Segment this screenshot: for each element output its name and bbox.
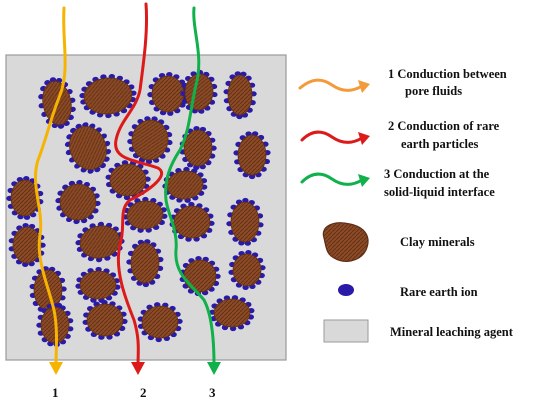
clay-particle (122, 196, 168, 233)
legend-arrowhead-green (358, 174, 370, 187)
clay-mineral (126, 200, 164, 230)
legend-arrowhead-orange (358, 80, 370, 93)
legend-arrow-orange (298, 78, 364, 92)
legend-label-ion: Rare earth ion (400, 285, 478, 299)
clay-particle (233, 131, 271, 180)
clay-particle (137, 302, 183, 343)
path-1-arrowhead (49, 362, 63, 375)
clay-mineral (173, 205, 211, 239)
legend-item-solid-liquid: 3 Conduction at the solid-liquid interfa… (300, 167, 495, 199)
legend-rare-earth-ion-icon (338, 284, 354, 296)
legend-arrow-green (300, 172, 364, 186)
clay-particle (64, 122, 112, 174)
clay-mineral (59, 183, 97, 221)
clay-mineral (79, 225, 121, 259)
clay-mineral (130, 242, 160, 284)
path-1-number: 1 (52, 385, 59, 400)
legend-label-agent: Mineral leaching agent (390, 325, 514, 339)
legend-arrow-red (300, 130, 364, 144)
path-3-number: 3 (209, 385, 216, 400)
clay-particle (226, 197, 264, 246)
clay-particle (147, 72, 189, 116)
path-3-arrowhead (207, 362, 221, 375)
clay-particle (223, 71, 257, 120)
clay-mineral (183, 259, 217, 293)
clay-mineral (151, 75, 185, 113)
clay-particle (126, 239, 164, 288)
legend-item-leaching-agent: Mineral leaching agent (323, 319, 514, 343)
clay-mineral (131, 119, 169, 161)
clay-particle (79, 73, 137, 119)
legend: 1 Conduction between pore fluids 2 Condu… (298, 67, 514, 343)
clay-mineral (12, 226, 42, 264)
legend-leaching-agent-swatch (323, 319, 369, 343)
clay-mineral (232, 253, 262, 287)
legend-item-rare-earth-particles: 2 Conduction of rare earth particles (300, 119, 500, 151)
legend-arrowhead-red (358, 132, 370, 145)
path-3-solid-liquid-interface (164, 6, 216, 367)
path-1-pore-fluid (33, 6, 67, 367)
clay-mineral (230, 201, 260, 243)
clay-mineral (86, 303, 124, 337)
path-2-arrowhead (131, 362, 145, 375)
legend-label-rare-line1: 2 Conduction of rare (388, 119, 500, 133)
clay-mineral (69, 126, 107, 170)
legend-item-pore-fluids: 1 Conduction between pore fluids (298, 67, 507, 98)
clay-mineral (237, 134, 267, 176)
clay-mineral (109, 163, 147, 197)
path-2-number: 2 (140, 385, 147, 400)
clay-particle (82, 299, 128, 340)
legend-item-clay-minerals: Clay minerals (322, 222, 475, 262)
legend-label-rare-line2: earth particles (401, 137, 479, 151)
path-2-rare-earth-particles (114, 2, 163, 367)
legend-clay-mineral-icon (322, 222, 369, 262)
clay-particle (55, 179, 101, 225)
clay-particle (209, 295, 255, 332)
clay-particle (169, 201, 215, 242)
legend-label-pore-line1: 1 Conduction between (388, 67, 507, 81)
clay-particle (8, 223, 46, 267)
clay-particles-group (6, 69, 271, 347)
clay-mineral (183, 129, 213, 167)
legend-label-clay: Clay minerals (400, 235, 475, 249)
conduction-paths (33, 2, 221, 375)
clay-particle (228, 250, 266, 290)
clay-particle (127, 116, 173, 165)
clay-mineral (141, 305, 179, 339)
legend-label-interface-line2: solid-liquid interface (384, 185, 495, 199)
legend-item-rare-earth-ion: Rare earth ion (338, 284, 478, 299)
legend-label-interface-line1: 3 Conduction at the (384, 167, 490, 181)
clay-mineral (227, 74, 253, 116)
clay-mineral (83, 77, 133, 115)
legend-label-pore-line2: pore fluids (405, 84, 462, 98)
clay-particle (75, 266, 121, 303)
clay-mineral (213, 298, 251, 328)
clay-mineral (79, 270, 117, 300)
